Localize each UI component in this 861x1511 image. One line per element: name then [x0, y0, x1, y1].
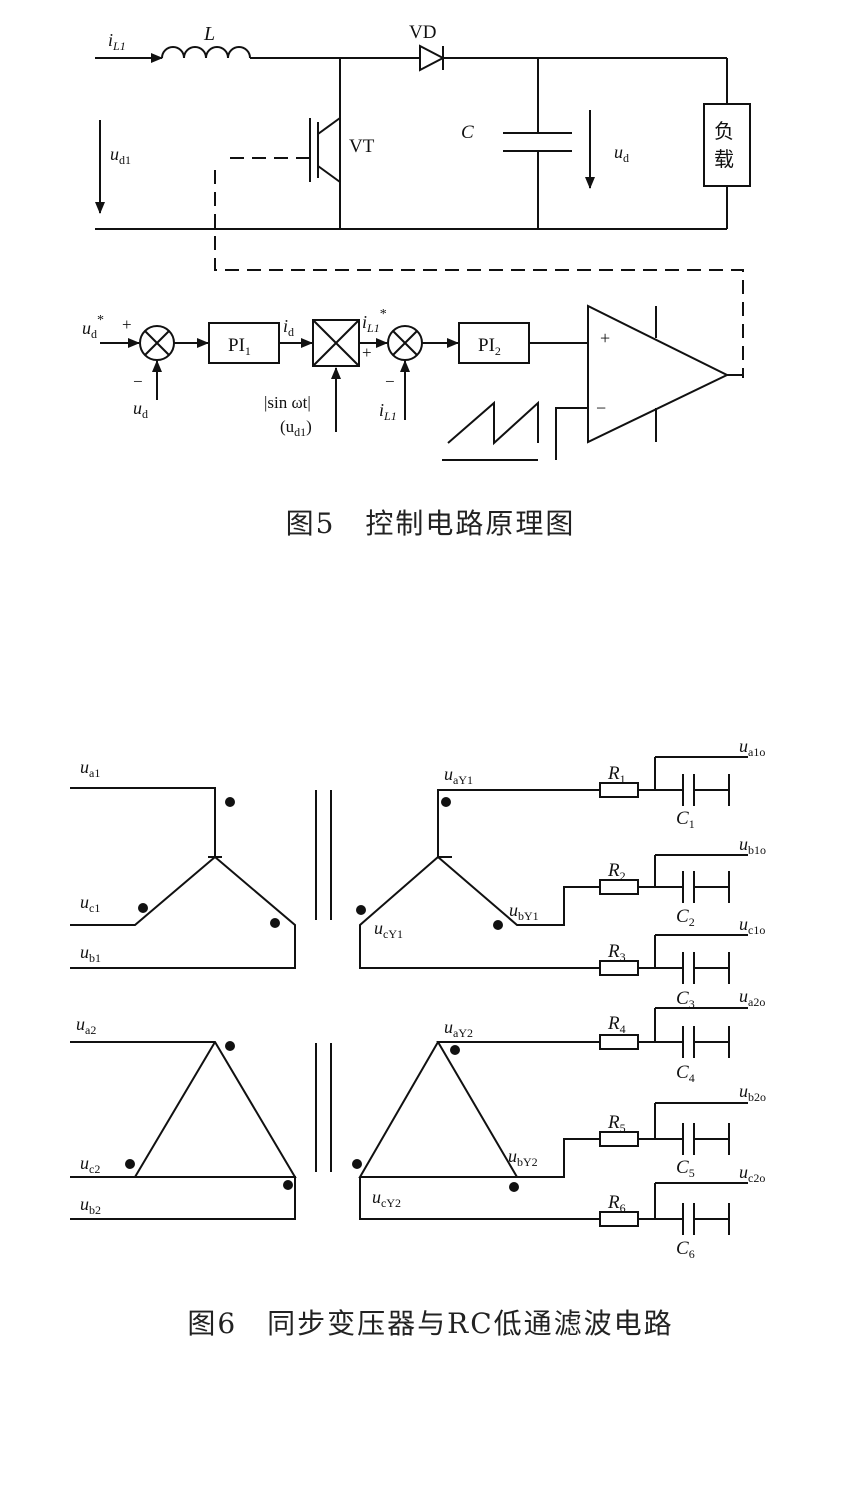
c1-label: C1	[676, 808, 695, 831]
dashed-control-link	[214, 157, 744, 378]
multiplier-block	[312, 319, 360, 367]
ua1-label: ua1	[80, 757, 100, 780]
ua2o-label: ua2o	[739, 986, 765, 1009]
load-box	[703, 103, 751, 187]
ucY2-label: ucY2	[372, 1187, 401, 1210]
uc2-label: uc2	[80, 1153, 100, 1176]
r4-label: R4	[607, 1013, 626, 1036]
sawtooth-waveform	[447, 400, 539, 446]
rc-filter-row-2	[599, 854, 748, 903]
rc-filter-row-4	[599, 1007, 748, 1058]
comparator-plus: +	[600, 328, 610, 348]
r3-label: R3	[607, 941, 626, 964]
c5-label: C5	[676, 1157, 695, 1180]
uc1-label: uc1	[80, 892, 100, 915]
ucY1-label: ucY1	[374, 918, 403, 941]
uaY2-label: uaY2	[444, 1017, 473, 1040]
inductor-label: L	[203, 23, 215, 45]
sum1-minus: −	[133, 372, 143, 391]
ubY2-label: ubY2	[508, 1146, 538, 1169]
comparator	[587, 304, 730, 444]
figure-5-caption: 图5 控制电路原理图	[0, 502, 861, 542]
c6-label: C6	[676, 1238, 695, 1261]
c4-label: C4	[676, 1062, 695, 1085]
load-label-bottom: 载	[714, 148, 734, 171]
comparator-minus: −	[596, 398, 606, 418]
polarity-dots	[125, 797, 519, 1192]
c2-label: C2	[676, 906, 695, 929]
sum1-plus: +	[122, 315, 132, 334]
load-label-top: 负	[714, 120, 734, 143]
ua2-label: ua2	[76, 1014, 96, 1037]
r1-label: R1	[607, 763, 626, 786]
sum2-plus: +	[362, 343, 372, 362]
ubY1-label: ubY1	[509, 900, 539, 923]
c3-label: C3	[676, 988, 695, 1011]
figure-6-number: 图6	[187, 1307, 238, 1340]
diode-VD	[419, 44, 446, 72]
transistor-VT	[309, 117, 341, 183]
r2-label: R2	[607, 860, 626, 883]
diode-label: VD	[409, 22, 436, 43]
ub1o-label: ub1o	[739, 834, 766, 857]
figure-5-number: 图5	[285, 507, 336, 540]
rc-filter-row-6	[599, 1182, 748, 1235]
capacitor-label: C	[461, 122, 474, 143]
summing-junction-2	[387, 325, 423, 361]
pi1-label: PI1	[228, 335, 251, 358]
rc-filter-row-1	[599, 756, 748, 806]
svg-text:iL1: iL1	[108, 30, 126, 53]
figure-6-caption: 图6 同步变压器与RC低通滤波电路	[0, 1302, 861, 1342]
sum2-minus: −	[385, 372, 395, 391]
figure-5-title: 控制电路原理图	[365, 507, 576, 540]
uc2o-label: uc2o	[739, 1162, 765, 1185]
il1-feedback-label: iL1	[379, 400, 397, 423]
rc-filter-row-3	[599, 934, 748, 984]
r5-label: R5	[607, 1112, 626, 1135]
uaY1-label: uaY1	[444, 764, 473, 787]
ua1o-label: ua1o	[739, 736, 765, 759]
uc1o-label: uc1o	[739, 914, 765, 937]
id-label: id	[283, 316, 294, 339]
r6-label: R6	[607, 1192, 626, 1215]
ud1-label: ud1	[110, 144, 131, 167]
summing-junction-1	[139, 325, 175, 361]
ub2-label: ub2	[80, 1194, 101, 1217]
ud1-paren-label: (ud1)	[280, 417, 312, 439]
figure-6-title: 同步变压器与RC低通滤波电路	[267, 1307, 674, 1340]
ud-label: ud	[614, 142, 629, 165]
ub1-label: ub1	[80, 942, 101, 965]
ud-feedback-label: ud	[133, 398, 148, 421]
figure-5-control-circuit: + − + − + − iL1 L VD C VT ud1 ud 负 载 ud*…	[82, 22, 751, 461]
ud-ref-label: ud*	[82, 313, 104, 341]
pi2-label: PI2	[478, 335, 501, 358]
transistor-label: VT	[349, 136, 375, 157]
ub2o-label: ub2o	[739, 1081, 766, 1104]
rc-filter-row-5	[599, 1102, 748, 1155]
sin-label: |sin ωt|	[264, 393, 311, 412]
inductor-L	[161, 46, 251, 59]
il1-ref-label: iL1*	[362, 307, 387, 335]
